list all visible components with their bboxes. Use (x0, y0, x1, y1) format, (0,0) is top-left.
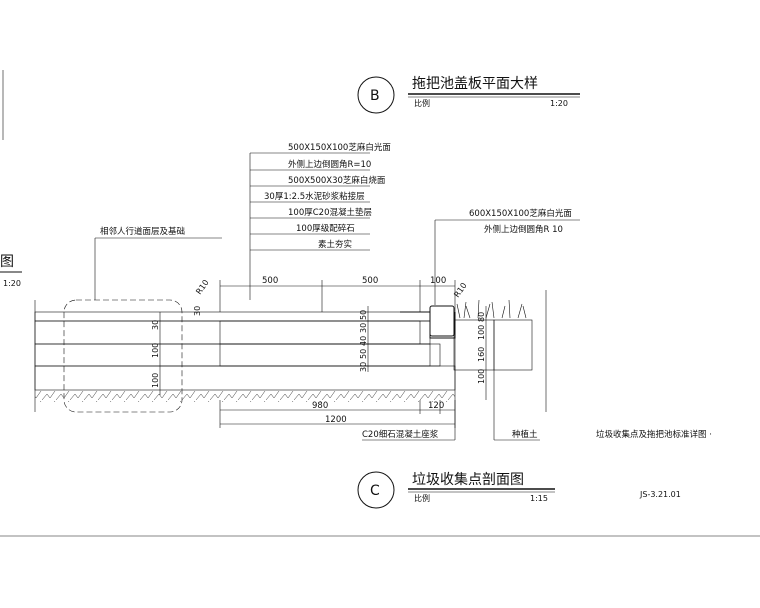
dim-right-1: 100 (477, 325, 486, 340)
callout-stack-top: 500X150X100芝麻白光面 外侧上边倒圆角R=10 500X500X30芝… (249, 142, 391, 300)
dimension-vertical-left: 30 100 100 (151, 312, 161, 395)
callouts-bottom: C20细石混凝土座浆 种植土 垃圾收集点及拖把池标准详图 · (362, 338, 712, 441)
title-block-b: B 拖把池盖板平面大样 比例 1:20 (357, 76, 580, 114)
dimension-vertical-right: 80 100 160 100 (477, 306, 487, 400)
dimension-bottom: 980 120 1200 (219, 400, 456, 428)
concrete-layer-left (34, 320, 431, 345)
title-c-scale-label: 比例 (414, 493, 430, 503)
dim-left-small: 30 (193, 306, 202, 316)
callout-top-2: 500X500X30芝麻白烧面 (288, 175, 386, 186)
dim-mid-2: 40 (359, 336, 368, 346)
title-c-circle (357, 471, 395, 509)
title-block-c: C 垃圾收集点剖面图 比例 1:15 (357, 471, 555, 509)
dimension-top: 500 500 100 R10 R10 (194, 276, 469, 312)
radius-left: R10 (194, 278, 210, 296)
callout-right-1: 外侧上边倒圆角R 10 (484, 224, 563, 235)
dim-right-2: 160 (477, 347, 486, 362)
dim-right-3: 100 (477, 369, 486, 384)
callout-top-0: 500X150X100芝麻白光面 (288, 142, 391, 153)
dim-vert-1: 100 (151, 343, 160, 358)
partial-title: 图 (0, 254, 14, 270)
callout-right: 600X150X100芝麻白光面 外侧上边倒圆角R 10 (434, 208, 580, 305)
dim-bottom-1: 120 (428, 401, 444, 411)
adjacent-pavement-outline (63, 299, 183, 413)
dim-bottom-2: 1200 (325, 415, 347, 425)
dim-mid-1: 30 (359, 323, 368, 333)
dim-mid-0: 50 (359, 310, 368, 320)
dim-bottom-0: 980 (312, 401, 328, 411)
title-b-scale-label: 比例 (414, 98, 430, 108)
grass-icon (456, 299, 527, 319)
callout-soil: 种植土 (512, 429, 538, 440)
title-c-text: 垃圾收集点剖面图 (412, 471, 524, 488)
title-c-letter: C (370, 483, 380, 499)
partial-scale: 1:20 (3, 279, 21, 288)
sheet-code: JS-3.21.01 (639, 490, 681, 499)
callout-left-text: 相邻人行道面层及基础 (100, 226, 185, 237)
dim-vert-2: 100 (151, 373, 160, 388)
curb-stone (429, 305, 455, 337)
concrete-layer (219, 320, 421, 345)
sub-layer (219, 343, 441, 367)
dim-mid-3: 50 (359, 349, 368, 359)
callout-left: 相邻人行道面层及基础 (94, 226, 222, 300)
callout-note: 垃圾收集点及拖把池标准详图 · (596, 429, 712, 440)
paving-slab (34, 311, 431, 322)
title-b-text: 拖把池盖板平面大样 (412, 76, 538, 92)
dim-top-2: 100 (430, 276, 446, 286)
sub-layer-left (34, 343, 431, 367)
title-b-circle (357, 76, 395, 114)
dim-top-1: 500 (362, 276, 378, 286)
dim-top-0: 500 (262, 276, 278, 286)
planting-bed (453, 319, 495, 371)
dim-vert-0: 30 (151, 320, 160, 330)
callout-concrete: C20细石混凝土座浆 (362, 429, 439, 440)
dim-right-0: 80 (477, 312, 486, 322)
planting-bed-right (493, 319, 533, 371)
title-b-letter: B (370, 88, 380, 104)
title-b-scale: 1:20 (550, 99, 568, 108)
callout-top-6: 素土夯实 (318, 239, 352, 250)
dimension-vertical-mid: 50 30 40 50 30 (359, 306, 369, 372)
gravel-layer (34, 365, 456, 391)
soil-layer (35, 390, 455, 402)
title-c-scale: 1:15 (530, 494, 548, 503)
callout-top-1: 外侧上边倒圆角R=10 (288, 159, 371, 170)
section-body (34, 290, 547, 412)
callout-right-0: 600X150X100芝麻白光面 (469, 208, 572, 219)
callout-top-3: 30厚1:2.5水泥砂浆粘接层 (264, 191, 365, 202)
callout-top-5: 100厚级配碎石 (296, 223, 355, 234)
drain-channel (400, 311, 456, 339)
callout-top-4: 100厚C20混凝土垫层 (288, 207, 372, 218)
dim-mid-4: 30 (359, 362, 368, 372)
